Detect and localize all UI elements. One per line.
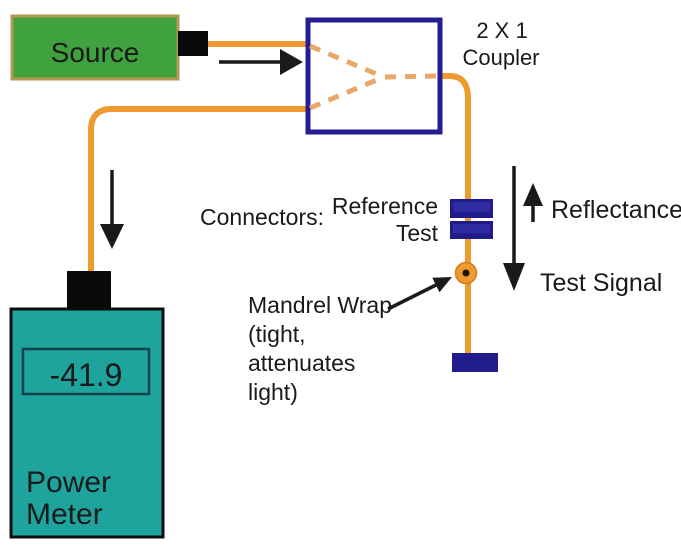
source-to-coupler-arrow [219, 49, 303, 75]
mandrel-label-line4: light) [248, 379, 298, 405]
test-signal-label: Test Signal [540, 269, 662, 297]
test-signal-down-arrow [503, 166, 525, 291]
coupler-label-line1: 2 X 1 [476, 18, 527, 43]
coupler-internal-path-bottom [309, 76, 380, 111]
mandrel-wrap-marker [454, 261, 478, 285]
power-meter-label-line1: Power [26, 466, 111, 499]
coupler-label-line2: Coupler [462, 45, 539, 70]
mandrel-label-line1: Mandrel Wrap [248, 292, 392, 318]
reference-connector-label: Reference [332, 193, 438, 219]
power-meter-display [21, 347, 151, 396]
connectors-caption: Connectors: [200, 204, 324, 230]
fiber-coupler-to-meter [88, 106, 309, 276]
coupler-internal-path-output [384, 73, 439, 80]
power-meter-box [9, 307, 165, 539]
fiber-end-terminator [452, 353, 498, 372]
fiber-coupler-to-terminator [438, 73, 471, 356]
mandrel-pointer-arrow [387, 277, 452, 311]
power-meter-label-line2: Meter [26, 498, 103, 531]
source-label: Source [51, 37, 140, 68]
reflectance-up-arrow [523, 183, 543, 222]
mandrel-label-line3: attenuates [248, 350, 355, 376]
source-output-connector [178, 31, 208, 56]
fiber-to-meter-arrow [100, 170, 124, 249]
reflectance-label: Reflectance [551, 196, 681, 224]
coupler-box [305, 17, 443, 135]
meter-input-connector [67, 271, 111, 310]
reference-connector-block [450, 199, 493, 218]
coupler-internal-path-top [309, 43, 380, 78]
test-connector-block [450, 221, 493, 239]
test-connector-label: Test [396, 220, 439, 246]
power-meter-reading: -41.9 [50, 357, 123, 393]
mandrel-label-line2: (tight, [248, 321, 306, 347]
